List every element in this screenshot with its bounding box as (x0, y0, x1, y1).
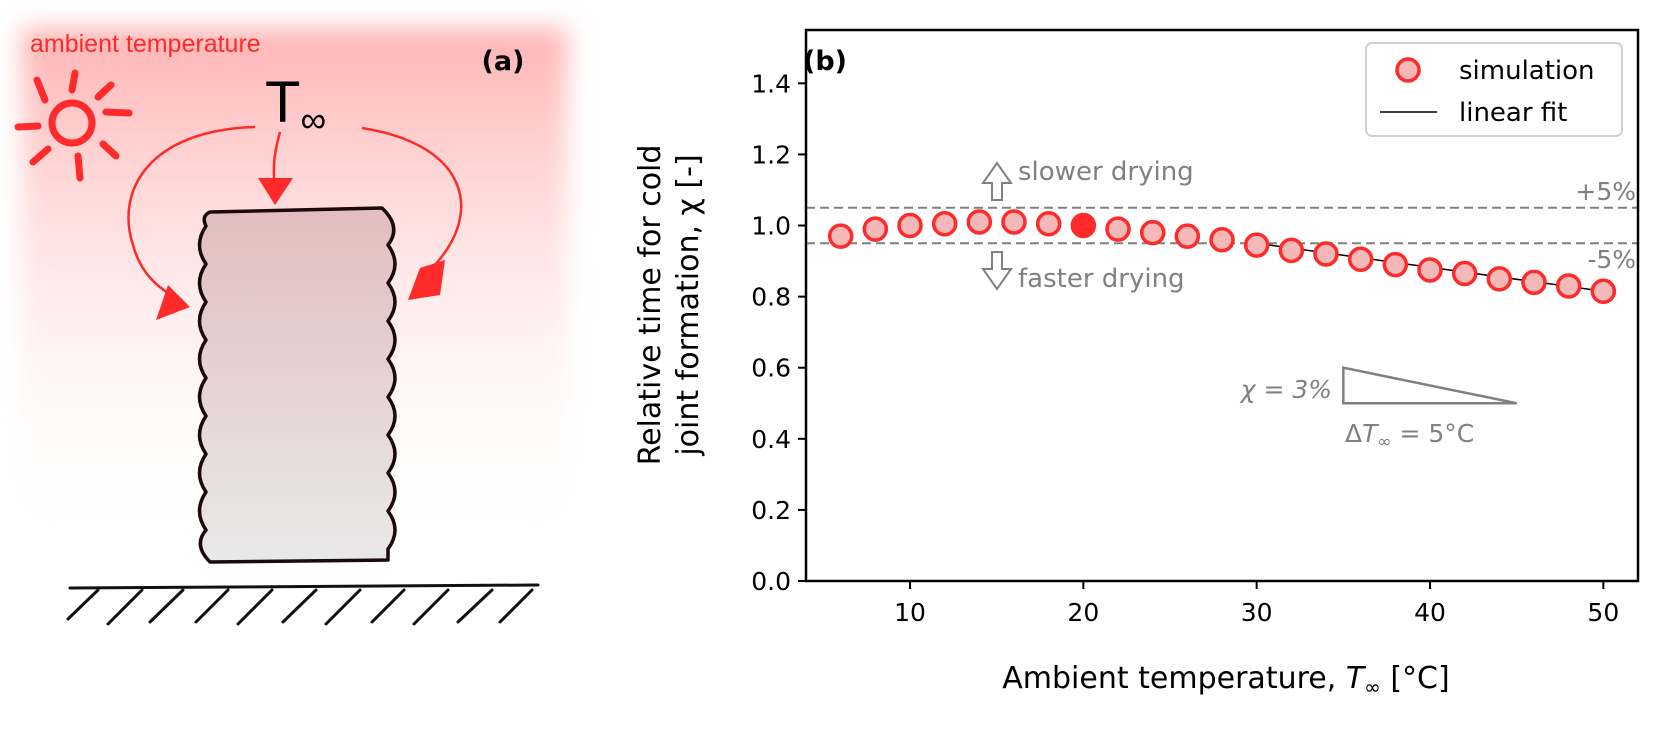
y-tick-label: 0.4 (751, 425, 791, 454)
data-point (1555, 273, 1582, 299)
heat-arrowheads (156, 178, 445, 320)
panel-a: ambient temperature (a) T∞ (14, 28, 567, 626)
data-point (1521, 269, 1547, 296)
data-point (862, 216, 889, 242)
data-point (1209, 226, 1235, 253)
axes-frame (804, 28, 1640, 583)
faster-arrow-icon (981, 251, 1013, 291)
data-point (1347, 246, 1374, 273)
y-tick-label: 0.6 (751, 354, 791, 383)
data-point (897, 212, 923, 239)
panel-b-tag: (b) (803, 46, 847, 77)
data-point (1278, 237, 1305, 264)
panel-b: 10 20 30 40 50 0.0 0.2 0.4 0.6 0.8 1.0 1.2 1.4 (b) A… (633, 28, 1640, 699)
y-axis-title-line2: joint formation, χ [-] (671, 154, 706, 456)
plot-area: 10 20 30 40 50 0.0 0.2 0.4 0.6 0.8 1.0 1.2 1.4 (751, 28, 1640, 627)
x-tick-label: 20 (1067, 598, 1099, 627)
printed-column (197, 206, 397, 564)
data-point (827, 223, 854, 249)
slope-triangle (1342, 366, 1517, 405)
slower-arrow-icon (981, 161, 1013, 201)
t-infinity-symbol: T∞ (265, 70, 326, 140)
data-point (1035, 210, 1062, 237)
y-tick-label: 1.4 (751, 69, 791, 98)
y-axis-title-line1: Relative time for cold (633, 145, 668, 466)
y-tick-label: 0.8 (751, 283, 791, 312)
legend-label-linear-fit: linear fit (1459, 98, 1567, 128)
data-point (966, 209, 993, 235)
x-tick-label: 40 (1414, 598, 1446, 627)
data-point (1139, 219, 1166, 246)
data-point (931, 210, 958, 237)
minus-five-percent-label: -5% (1587, 245, 1636, 274)
slower-drying-label: slower drying (1018, 157, 1194, 187)
data-point (1590, 278, 1617, 305)
data-point (1105, 216, 1131, 242)
legend-label-simulation: simulation (1459, 56, 1595, 86)
legend: simulation linear fit (1365, 42, 1623, 137)
faster-drying-label: faster drying (1018, 264, 1185, 294)
plus-five-percent-label: +5% (1575, 177, 1636, 206)
data-point-highlight (1070, 212, 1097, 239)
data-point (1486, 266, 1513, 292)
ambient-temperature-label: ambient temperature (30, 30, 261, 58)
y-tick-label: 1.0 (751, 212, 791, 241)
x-tick-label: 10 (894, 598, 926, 627)
ground-hatch (66, 583, 540, 626)
x-tick-label: 50 (1587, 598, 1619, 627)
data-point (1243, 232, 1270, 258)
data-point (1174, 223, 1201, 249)
y-tick-label: 1.2 (751, 140, 791, 169)
legend-marker-simulation (1395, 57, 1421, 83)
slope-chi-label: χ = 3% (1239, 375, 1332, 404)
y-tick-label: 0.0 (751, 567, 791, 596)
slope-delta-t-label: ΔT∞ = 5°C (1345, 419, 1474, 452)
data-point (1001, 209, 1027, 235)
x-tick-label: 30 (1241, 598, 1273, 627)
y-tick-label: 0.2 (751, 496, 791, 525)
data-point (1451, 260, 1478, 287)
data-point (1382, 251, 1409, 278)
data-point (1313, 241, 1339, 267)
x-axis-title: Ambient temperature, T∞ [°C] (1002, 661, 1449, 699)
sun-icon (14, 69, 133, 182)
panel-a-tag: (a) (482, 46, 525, 77)
data-point (1417, 257, 1443, 283)
